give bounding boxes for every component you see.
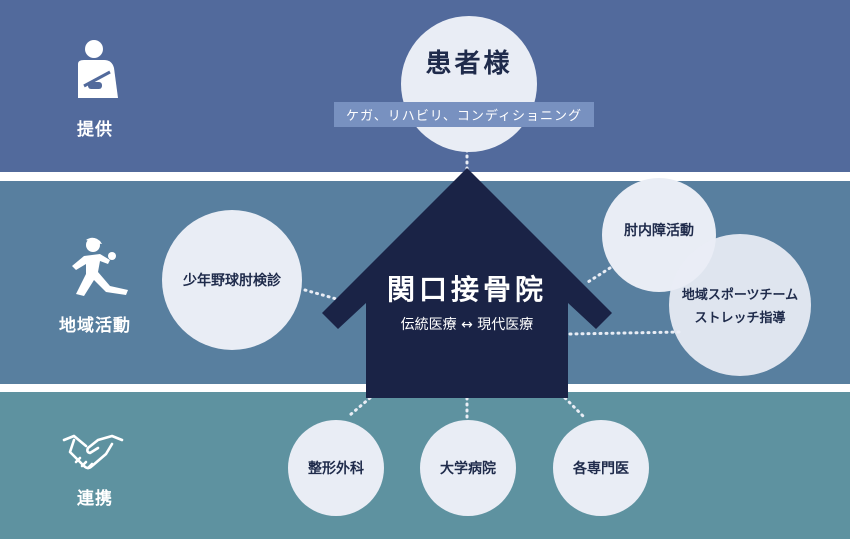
baseball-elbow-checkup-label: 少年野球肘検診 [183,273,281,289]
partner-orthopedics-circle: 整形外科 [288,420,384,516]
athlete-icon [72,237,128,296]
connector-elbow [586,266,612,284]
injured-person-icon [78,40,118,98]
provide-label: 提供 [77,120,113,140]
patient-circle: 患者様 [401,16,537,152]
clinic-subtitle: 伝統医療 ↔ 現代医療 [400,317,534,333]
partner-orthopedics-label: 整形外科 [308,461,364,477]
partner-specialists-circle: 各専門医 [553,420,649,516]
patient-tag: ケガ、リハビリ、コンディショニング [334,102,594,127]
clinic-name: 関口接骨院 [386,273,547,306]
handshake-icon [62,434,124,470]
sports-team-label-line1: 地域スポーツチーム [681,288,799,303]
baseball-elbow-checkup-circle: 少年野球肘検診 [162,210,302,350]
sports-team-label-line2: ストレッチ指導 [694,311,786,326]
sports-team-circle: 地域スポーツチーム ストレッチ指導 [669,234,811,376]
connector-sports [568,330,682,336]
partnership-label: 連携 [77,489,113,509]
community-label: 地域活動 [59,316,131,336]
partner-university-hospital-label: 大学病院 [440,461,496,477]
connector-specialists [563,396,587,420]
partner-university-hospital-circle: 大学病院 [420,420,516,516]
connector-orthopedics [348,396,372,417]
elbow-activity-label: 肘内障活動 [624,223,694,239]
partner-specialists-label: 各専門医 [573,461,629,477]
patient-title: 患者様 [425,48,513,79]
connector-baseball [303,288,342,302]
clinic-house [322,168,612,398]
